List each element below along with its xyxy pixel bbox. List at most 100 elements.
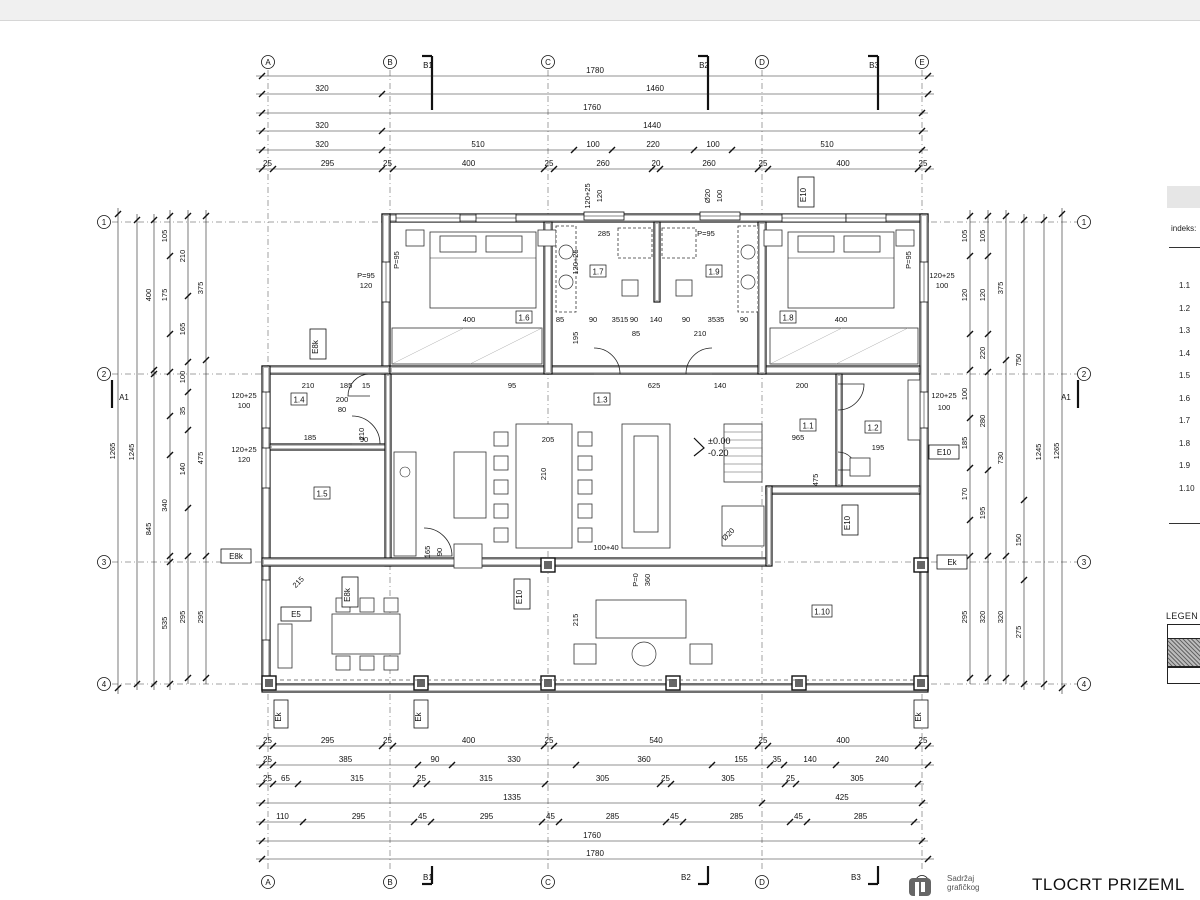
dimension-label: 240: [875, 755, 889, 764]
section-marker: B3: [851, 873, 861, 882]
wall-type-tag: Ek: [913, 699, 929, 729]
dimension-tick: [258, 742, 266, 750]
dimension-tick: [1002, 356, 1010, 364]
dimension-label: 540: [649, 736, 663, 745]
dimension-tick: [389, 165, 397, 173]
dimension-label: 210: [178, 250, 187, 263]
nightstand: [763, 229, 783, 247]
interior-dimension: 210: [302, 381, 315, 390]
legend-entry: 1.8: [1179, 438, 1191, 448]
dimension-tick: [294, 780, 302, 788]
wall-bath-west: [543, 221, 553, 375]
dimension-label: 170: [960, 488, 969, 501]
chair: [493, 431, 509, 447]
dimension-label: 385: [339, 755, 353, 764]
wall-south: [261, 683, 929, 693]
wall-type-tag-text: Ek: [947, 558, 957, 567]
wardrobe-hatch: [769, 327, 843, 365]
interior-dimension: 90: [740, 315, 748, 324]
dimension-tick: [258, 855, 266, 863]
dimension-tick: [918, 799, 926, 807]
axis-bubble: [383, 55, 397, 69]
dimension-tick: [133, 680, 141, 688]
dimension-tick: [679, 818, 687, 826]
dimension-tick: [184, 292, 192, 300]
interior-dimension: 95: [508, 381, 516, 390]
room-tag-box: [705, 264, 723, 278]
interior-dimension: 475: [811, 474, 820, 487]
room-tag: 1.8: [782, 314, 794, 323]
interior-dimension: 400: [463, 315, 476, 324]
dimension-label: 400: [462, 736, 476, 745]
axis-letter: A: [265, 58, 271, 67]
toilet: [675, 279, 693, 297]
room-tag-box: [799, 418, 817, 432]
logo-caption-line: grafičkog: [947, 883, 980, 892]
dimension-tick: [1058, 684, 1066, 692]
room-tag-box: [864, 420, 882, 434]
wall-type-tag-text: E10: [843, 515, 852, 530]
washbasin: [740, 274, 756, 290]
dimension-tick: [1040, 216, 1048, 224]
dimension-tick: [918, 146, 926, 154]
interior-dimension: 215: [291, 575, 306, 590]
axis-bubble: [1077, 677, 1091, 691]
walls: [261, 211, 929, 693]
axis-bubble: [1077, 555, 1091, 569]
dimension-tick: [792, 780, 800, 788]
interior-dimension: 120: [360, 281, 373, 290]
washbasin: [558, 244, 574, 260]
interior-dimension: 215: [571, 614, 580, 627]
nightstand: [537, 229, 557, 247]
dimension-label: 175: [160, 289, 169, 302]
dimension-tick: [984, 368, 992, 376]
dimension-label: 535: [160, 617, 169, 630]
wall-room-1-4-south: [269, 443, 391, 451]
dimension-tick: [984, 552, 992, 560]
dimension-label: 295: [196, 611, 205, 624]
dimension-label: 260: [596, 159, 610, 168]
wall-kitchen-west: [384, 373, 392, 567]
stair-landing: [721, 505, 765, 547]
dimension-label: 320: [996, 611, 1005, 624]
dimension-tick: [150, 680, 158, 688]
interior-dimension: 85: [556, 315, 564, 324]
dimension-label: 375: [996, 282, 1005, 295]
interior-dimension: 120+25: [231, 445, 256, 454]
chair: [383, 655, 399, 671]
dimension-tick: [754, 165, 762, 173]
dimension-tick: [966, 552, 974, 560]
dimension-tick: [924, 90, 932, 98]
wall-type-tag-text: E5: [291, 610, 301, 619]
dimension-label: 305: [721, 774, 735, 783]
wall-type-tag-text: E10: [799, 187, 808, 202]
dimension-label: 305: [850, 774, 864, 783]
dimension-tick: [258, 165, 266, 173]
dimension-tick: [202, 674, 210, 682]
wall-type-tag-text: Ek: [914, 711, 923, 721]
wall-type-tag: E10: [841, 504, 859, 536]
dimension-tick: [184, 212, 192, 220]
section-marker: A1: [119, 393, 129, 402]
dimension-label: 400: [836, 736, 850, 745]
wall-core: [767, 487, 771, 565]
dimension-tick: [832, 761, 840, 769]
wall-core: [545, 223, 551, 373]
dimension-tick: [258, 780, 266, 788]
dimension-tick: [667, 780, 675, 788]
room-tag: 1.4: [293, 396, 305, 405]
dimension-tick: [781, 780, 789, 788]
wc-fixtures: [907, 379, 921, 441]
dimension-tick: [378, 742, 386, 750]
wall-type-tag-text: E8k: [343, 587, 352, 602]
interior-dimension: 120+25: [583, 183, 592, 208]
dimension-tick: [540, 742, 548, 750]
dimension-label: 25: [263, 755, 272, 764]
dimension-tick: [728, 146, 736, 154]
axis-letter: C: [545, 58, 551, 67]
dimension-label: 100: [960, 388, 969, 401]
legend-rule: [1169, 523, 1200, 524]
dimension-label: 400: [836, 159, 850, 168]
pillow: [797, 235, 835, 253]
axis-bubble: [97, 555, 111, 569]
